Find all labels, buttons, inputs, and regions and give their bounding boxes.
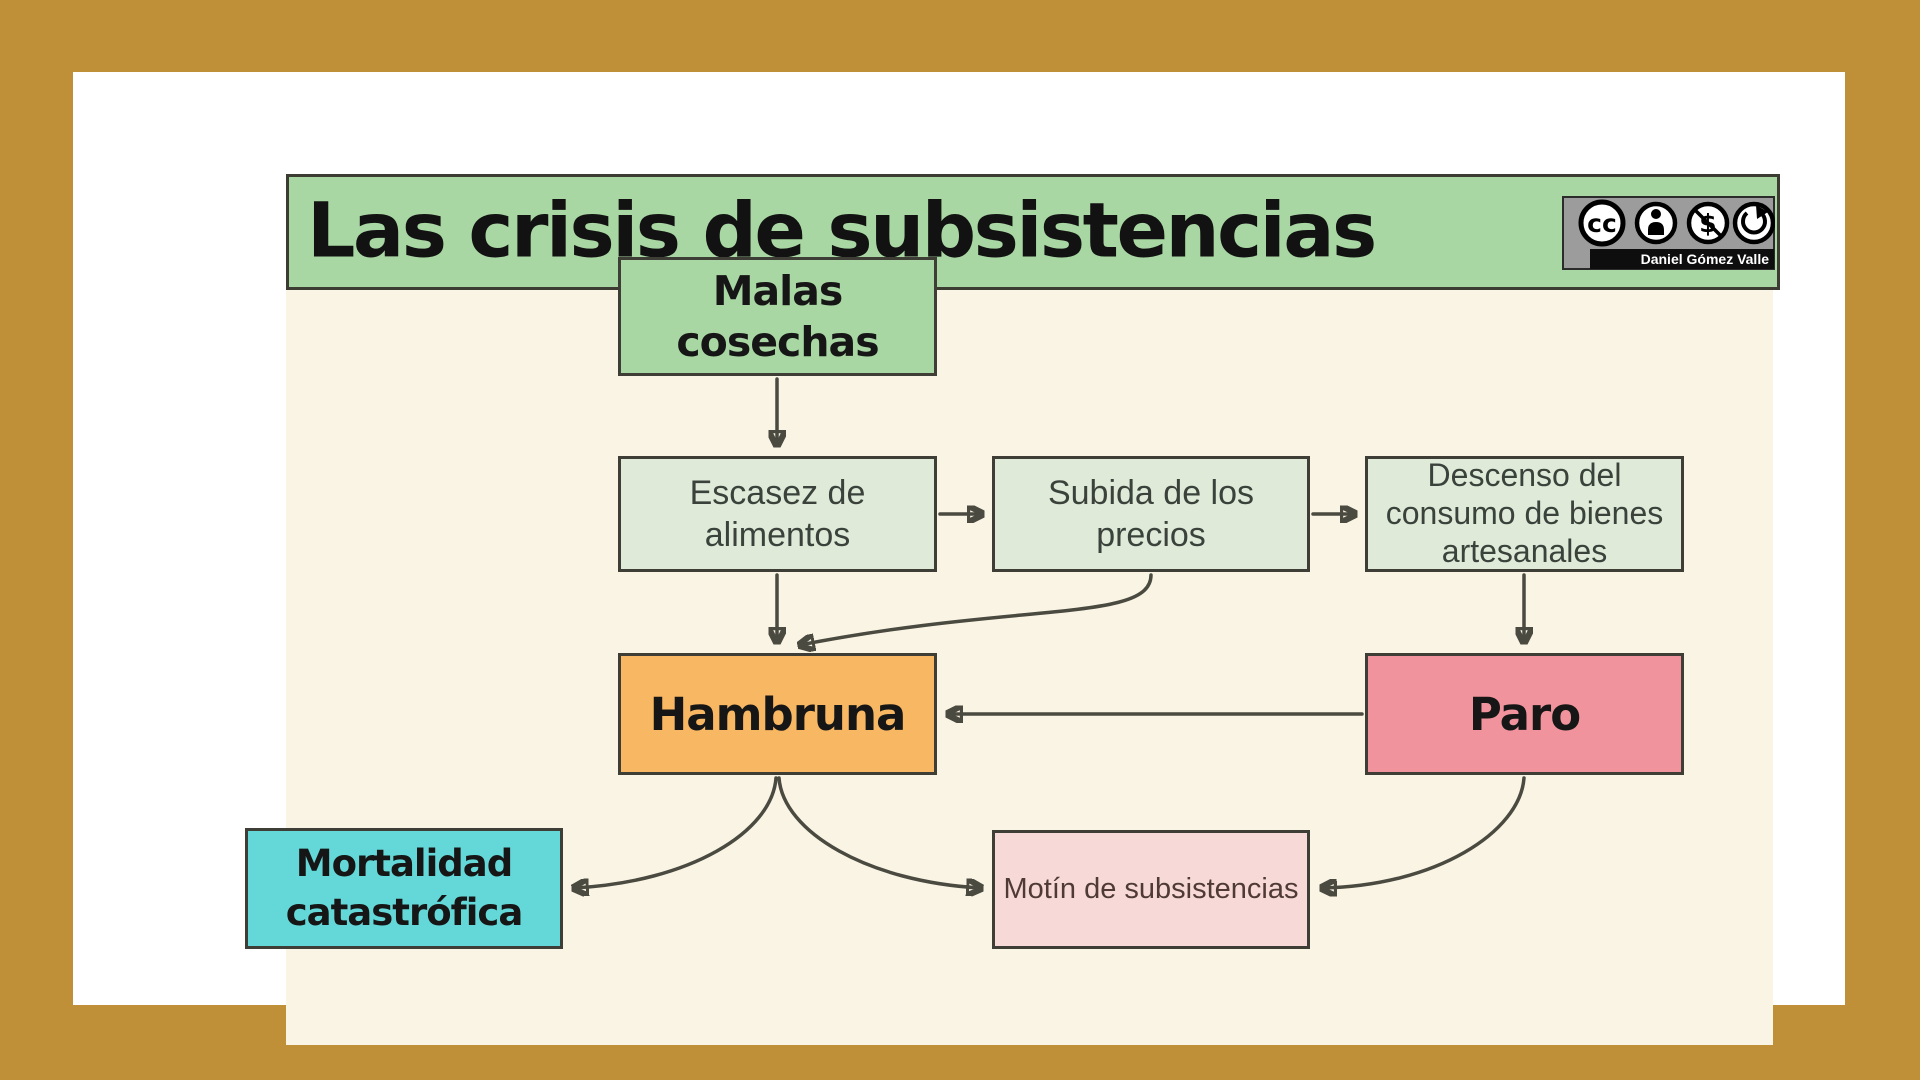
node-hambruna: Hambruna: [618, 653, 937, 775]
node-mortalidad-catastrofica: Mortalidad catastrófica: [245, 828, 563, 949]
node-label: Descenso del consumo de bienes artesanal…: [1385, 457, 1664, 569]
title-bar: Las crisis de subsistencias cc $: [286, 174, 1780, 290]
share-alike-icon: [1732, 201, 1775, 245]
attribution-icon: [1634, 201, 1678, 245]
cc-icon: cc: [1578, 199, 1626, 247]
creative-commons-badge: cc $ Daniel Gómez: [1562, 196, 1775, 270]
svg-text:cc: cc: [1587, 209, 1617, 238]
node-label: Mortalidad catastrófica: [285, 842, 524, 934]
node-paro: Paro: [1365, 653, 1684, 775]
non-commercial-icon: $: [1686, 201, 1730, 245]
node-malas-cosechas: Malas cosechas: [618, 257, 937, 376]
node-label: Malas cosechas: [676, 267, 879, 366]
node-subida-de-los-precios: Subida de los precios: [992, 456, 1310, 572]
node-label: Hambruna: [649, 687, 907, 741]
node-label: Subida de los precios: [1047, 473, 1255, 555]
node-label: Paro: [1468, 687, 1581, 741]
node-motin-de-subsistencias: Motín de subsistencias: [992, 830, 1310, 949]
credit-text: Daniel Gómez Valle: [1641, 251, 1770, 267]
credit-strip: [1590, 249, 1774, 269]
node-escasez-de-alimentos: Escasez de alimentos: [618, 456, 937, 572]
node-label: Escasez de alimentos: [689, 473, 866, 555]
node-label: Motín de subsistencias: [1003, 873, 1299, 905]
node-descenso-consumo-bienes: Descenso del consumo de bienes artesanal…: [1365, 456, 1684, 572]
